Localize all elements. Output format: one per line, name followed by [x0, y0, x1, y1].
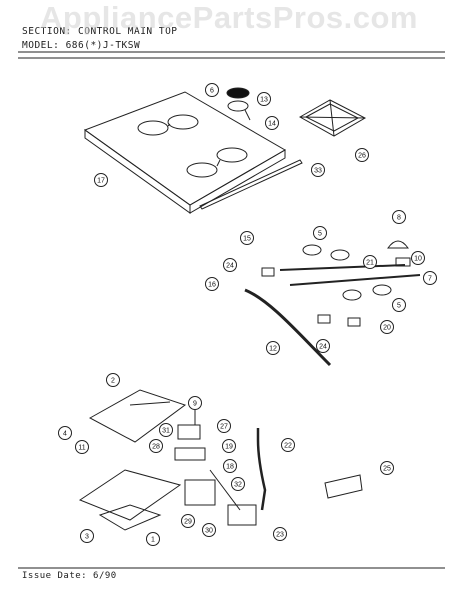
- issue-date: 6/90: [93, 571, 117, 581]
- callout-5a-circle: [313, 226, 327, 240]
- callout-24a: 24: [226, 263, 234, 270]
- knob-drawing: [387, 240, 409, 249]
- callout-17: 17: [97, 178, 105, 185]
- callout-16: 16: [208, 282, 216, 289]
- callout-5a: 5: [318, 231, 322, 238]
- callout-20: 20: [383, 325, 391, 332]
- callout-2: 2: [111, 378, 115, 385]
- callout-18: 18: [226, 464, 234, 471]
- callout-19: 19: [225, 444, 233, 451]
- callout-2-circle: [106, 373, 120, 387]
- burner-cap-drawing: [226, 87, 250, 99]
- callout-6: 6: [210, 88, 214, 95]
- callout-8-circle: [392, 210, 406, 224]
- shield-drawing: [88, 389, 187, 443]
- callout-14-circle: [265, 116, 279, 130]
- callout-11-circle: [75, 440, 89, 454]
- callout-23: 23: [276, 532, 284, 539]
- callout-31: 31: [162, 428, 170, 435]
- callout-6-circle: [205, 83, 219, 97]
- callout-21: 21: [366, 260, 374, 267]
- callout-22: 22: [284, 443, 292, 450]
- callout-5b: 5: [397, 303, 401, 310]
- callout-30: 30: [205, 528, 213, 535]
- callout-18-circle: [223, 459, 237, 473]
- callout-9: 9: [193, 401, 197, 408]
- callout-1: 1: [151, 537, 155, 544]
- main-top-drawing: [83, 91, 286, 214]
- section-value: CONTROL MAIN TOP: [78, 26, 178, 37]
- callout-13-circle: [257, 92, 271, 106]
- model-value: 686(*)J-TKSW: [65, 40, 141, 51]
- callout-25: 25: [383, 466, 391, 473]
- callout-3: 3: [85, 534, 89, 541]
- callout-31-circle: [159, 423, 173, 437]
- callout-30-circle: [202, 523, 216, 537]
- issue-date-footer: Issue Date: 6/90: [22, 571, 117, 581]
- callout-7-circle: [423, 271, 437, 285]
- callout-8: 8: [397, 215, 401, 222]
- callout-10: 10: [414, 256, 422, 263]
- callout-17-circle: [94, 173, 108, 187]
- callout-33: 33: [314, 168, 322, 175]
- valve-assembly-drawing: [177, 424, 201, 440]
- pipe-drawing: [256, 428, 267, 511]
- trim-strip-drawing: [199, 159, 303, 210]
- callout-24b: 24: [319, 344, 327, 351]
- callout-24a-circle: [223, 258, 237, 272]
- callout-5b-circle: [392, 298, 406, 312]
- manifold-drawing: [279, 264, 406, 271]
- callout-9-circle: [188, 396, 202, 410]
- callout-4: 4: [63, 431, 67, 438]
- callout-21-circle: [363, 255, 377, 269]
- callout-1-circle: [146, 532, 160, 546]
- callout-26-circle: [355, 148, 369, 162]
- callout-15-circle: [240, 231, 254, 245]
- seal-ring-drawing: [227, 100, 249, 112]
- callout-33-circle: [311, 163, 325, 177]
- callout-11: 11: [78, 445, 85, 452]
- callout-19-circle: [222, 439, 236, 453]
- lower-shield-drawing: [78, 469, 182, 521]
- burner-head-drawing: [302, 244, 322, 256]
- callout-3-circle: [80, 529, 94, 543]
- bracket-25-drawing: [324, 474, 363, 499]
- callout-32-circle: [231, 477, 245, 491]
- section-header: SECTION: CONTROL MAIN TOP: [22, 26, 178, 37]
- callout-23-circle: [273, 527, 287, 541]
- callout-22-circle: [281, 438, 295, 452]
- callout-4-circle: [58, 426, 72, 440]
- callout-24b-circle: [316, 339, 330, 353]
- callout-27: 27: [220, 424, 228, 431]
- gas-tube-drawing: [244, 288, 332, 367]
- callout-15: 15: [243, 236, 251, 243]
- callout-29-circle: [181, 514, 195, 528]
- section-label: SECTION:: [22, 26, 72, 37]
- callout-10-circle: [411, 251, 425, 265]
- callout-14: 14: [268, 121, 276, 128]
- callout-32: 32: [234, 482, 242, 489]
- callout-7: 7: [428, 276, 432, 283]
- callout-25-circle: [380, 461, 394, 475]
- callout-27-circle: [217, 419, 231, 433]
- callout-12: 12: [269, 346, 277, 353]
- callout-26: 26: [358, 153, 366, 160]
- regulator-drawing: [184, 479, 216, 506]
- callout-20-circle: [380, 320, 394, 334]
- model-header: MODEL: 686(*)J-TKSW: [22, 40, 140, 51]
- bracket-drawing: [261, 267, 275, 277]
- callout-16-circle: [205, 277, 219, 291]
- callout-13: 13: [260, 97, 268, 104]
- callout-12-circle: [266, 341, 280, 355]
- callout-29: 29: [184, 519, 192, 526]
- issue-label: Issue Date:: [22, 571, 88, 581]
- grate-drawing: [298, 99, 367, 137]
- callout-28: 28: [152, 444, 160, 451]
- callout-28-circle: [149, 439, 163, 453]
- model-label: MODEL:: [22, 40, 60, 51]
